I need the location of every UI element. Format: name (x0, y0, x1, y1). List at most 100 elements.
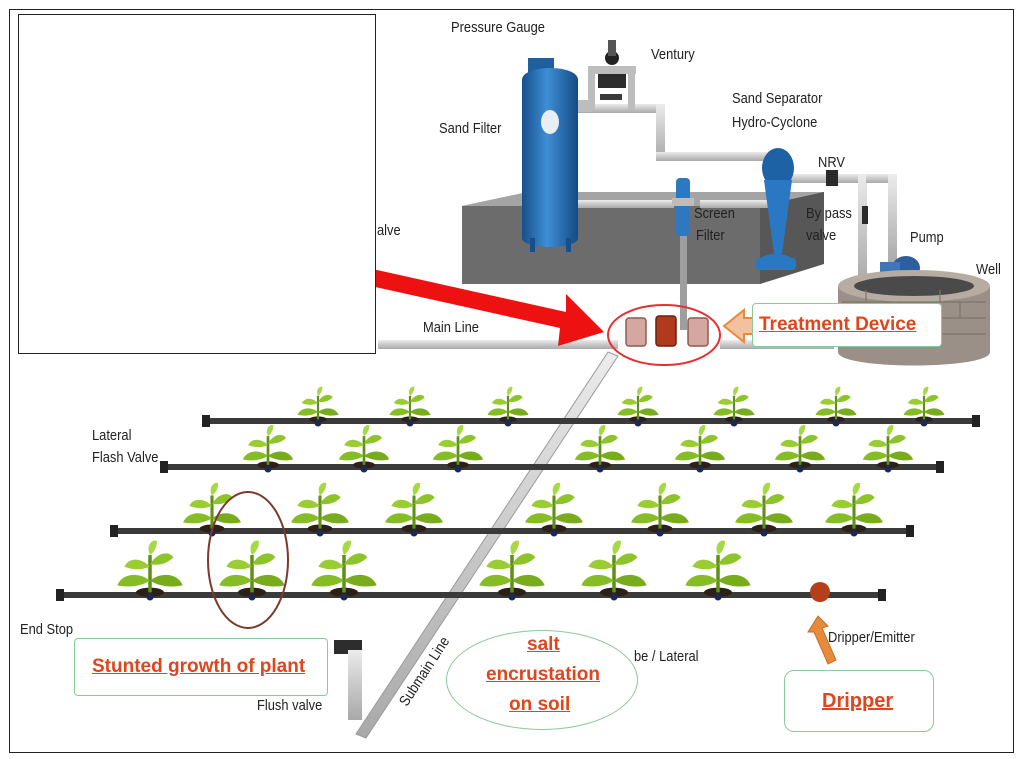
ventury-assembly (588, 40, 636, 110)
plant (309, 538, 379, 597)
plant (523, 481, 585, 533)
label-valve-partial: alve (377, 222, 401, 239)
drip-emitter (796, 465, 804, 473)
stunted-growth-title: Stunted growth of plant (92, 656, 306, 677)
label-nrv: NRV (818, 154, 846, 171)
drip-emitter (850, 529, 858, 537)
label-pump: Pump (910, 229, 944, 246)
drip-emitter (248, 593, 256, 601)
label-sand-separator: Sand Separator (732, 90, 823, 107)
flush-valve-fitting (334, 640, 362, 720)
plant (383, 481, 445, 533)
label-well: Well (976, 261, 1001, 278)
dripper-title: Dripper (822, 690, 894, 712)
lateral-end-cap (202, 415, 210, 427)
drip-emitter (550, 529, 558, 537)
label-ventury: Ventury (651, 46, 695, 63)
plant (217, 538, 287, 597)
lateral-end-cap (936, 461, 944, 473)
label-lateral: Lateral (92, 427, 132, 444)
plant (814, 385, 858, 422)
plant (629, 481, 691, 533)
drip-emitter (596, 465, 604, 473)
drip-emitter (264, 465, 272, 473)
dripper-arrow (807, 615, 837, 665)
drip-emitter (360, 465, 368, 473)
lateral-end-cap (160, 461, 168, 473)
lateral-pipe (116, 528, 908, 534)
drip-emitter (504, 419, 512, 427)
plant (733, 481, 795, 533)
drip-emitter (454, 465, 462, 473)
treatment-device (607, 304, 721, 366)
label-dripper-emitter: Dripper/Emitter (828, 629, 915, 646)
dripper-box (784, 670, 934, 732)
drip-emitter (730, 419, 738, 427)
plant (616, 385, 660, 422)
drip-emitter (410, 529, 418, 537)
label-pressure-gauge: Pressure Gauge (451, 19, 545, 36)
drip-emitter (406, 419, 414, 427)
label-flash-valve: Flash Valve (92, 449, 159, 466)
drip-emitter (656, 529, 664, 537)
nrv-valve (826, 170, 868, 224)
stunted-growth-box (74, 638, 328, 696)
plant (683, 538, 753, 597)
lateral-pipe (166, 464, 938, 470)
drip-emitter (316, 529, 324, 537)
lateral-end-cap (906, 525, 914, 537)
plant (673, 423, 727, 469)
lateral-end-cap (972, 415, 980, 427)
plant (115, 538, 185, 597)
treatment-device-title: Treatment Device (759, 314, 917, 335)
plant (486, 385, 530, 422)
drip-emitter (314, 419, 322, 427)
salt-line-1: salt (527, 634, 560, 655)
label-bypass-valve: valve (806, 227, 837, 244)
label-filter: Filter (696, 227, 725, 244)
salt-line-2: encrustation (486, 664, 601, 685)
plant (861, 423, 915, 469)
plant (902, 385, 946, 422)
field-photo (18, 14, 376, 354)
plant (388, 385, 432, 422)
label-screen: Screen (694, 205, 735, 222)
drip-emitter (920, 419, 928, 427)
lateral-pipe (62, 592, 880, 598)
plant (289, 481, 351, 533)
label-flush-valve: Flush valve (257, 697, 323, 714)
plant (431, 423, 485, 469)
lateral-lines (56, 415, 980, 601)
label-bypass: By pass (806, 205, 852, 222)
drip-emitter (884, 465, 892, 473)
label-end-stop: End Stop (20, 621, 74, 638)
stunted-plant-highlight (207, 491, 289, 629)
lateral-pipe (208, 418, 974, 424)
drip-emitter (340, 593, 348, 601)
plant (712, 385, 756, 422)
drip-emitter (760, 529, 768, 537)
label-sand-filter: Sand Filter (439, 120, 502, 137)
plant (296, 385, 340, 422)
lateral-end-cap (878, 589, 886, 601)
drip-emitter (714, 593, 722, 601)
drip-emitter (634, 419, 642, 427)
plant (773, 423, 827, 469)
drip-emitter (146, 593, 154, 601)
label-hydro-cyclone: Hydro-Cyclone (732, 114, 818, 131)
salt-line-3: on soil (509, 694, 571, 715)
salt-encrustation-ellipse (446, 630, 638, 730)
plant (181, 481, 243, 533)
plant (337, 423, 391, 469)
label-tube-lateral: be / Lateral (634, 648, 699, 665)
sand-filter-tank (522, 58, 592, 252)
plant (573, 423, 627, 469)
drip-emitter (832, 419, 840, 427)
drip-emitter (696, 465, 704, 473)
plant (823, 481, 885, 533)
drip-emitter (508, 593, 516, 601)
submain-line-pipe (355, 351, 619, 739)
lateral-end-cap (110, 525, 118, 537)
plant (579, 538, 649, 597)
